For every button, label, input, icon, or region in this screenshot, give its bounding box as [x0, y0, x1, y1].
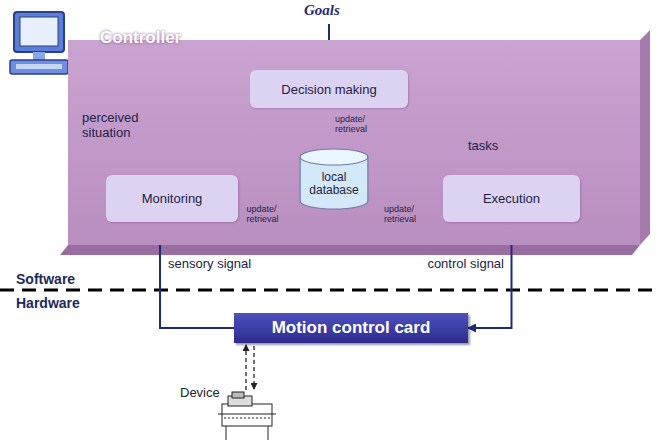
- database-cylinder: local database: [299, 148, 369, 210]
- device-drawing: [218, 392, 276, 440]
- edge-label: update/ retrieval: [384, 204, 428, 224]
- separator-line: [0, 289, 659, 292]
- controller-panel: ControllerDecision makingMonitoringlocal…: [68, 40, 640, 245]
- edge-label: control signal: [408, 256, 504, 271]
- device-label: Device: [180, 385, 220, 400]
- layer-label: Software: [16, 271, 75, 287]
- edge-label: sensory signal: [168, 256, 268, 271]
- panel-depth: [60, 245, 640, 255]
- panel-depth: [68, 30, 650, 245]
- edge-label: update/ retrieval: [247, 204, 291, 224]
- edge-label: perceived situation: [82, 110, 152, 140]
- process-box: Execution: [443, 175, 580, 222]
- panel-title: Controller: [100, 28, 181, 48]
- edge-label: update/ retrieval: [335, 114, 379, 134]
- process-box: Monitoring: [106, 175, 238, 222]
- computer-icon: [10, 12, 68, 74]
- process-box: Decision making: [250, 70, 408, 108]
- box-label: Execution: [483, 191, 540, 206]
- layer-label: Hardware: [16, 295, 80, 311]
- box-label: Decision making: [281, 82, 376, 97]
- hardware-card: Motion control card: [234, 313, 468, 343]
- box-label: Monitoring: [142, 191, 203, 206]
- device-link: [253, 346, 254, 389]
- card-title: Motion control card: [272, 318, 431, 338]
- device-link: [245, 345, 246, 390]
- goals-label: Goals: [304, 2, 340, 19]
- database-label: local database: [299, 171, 369, 197]
- edge-label: tasks: [468, 138, 518, 153]
